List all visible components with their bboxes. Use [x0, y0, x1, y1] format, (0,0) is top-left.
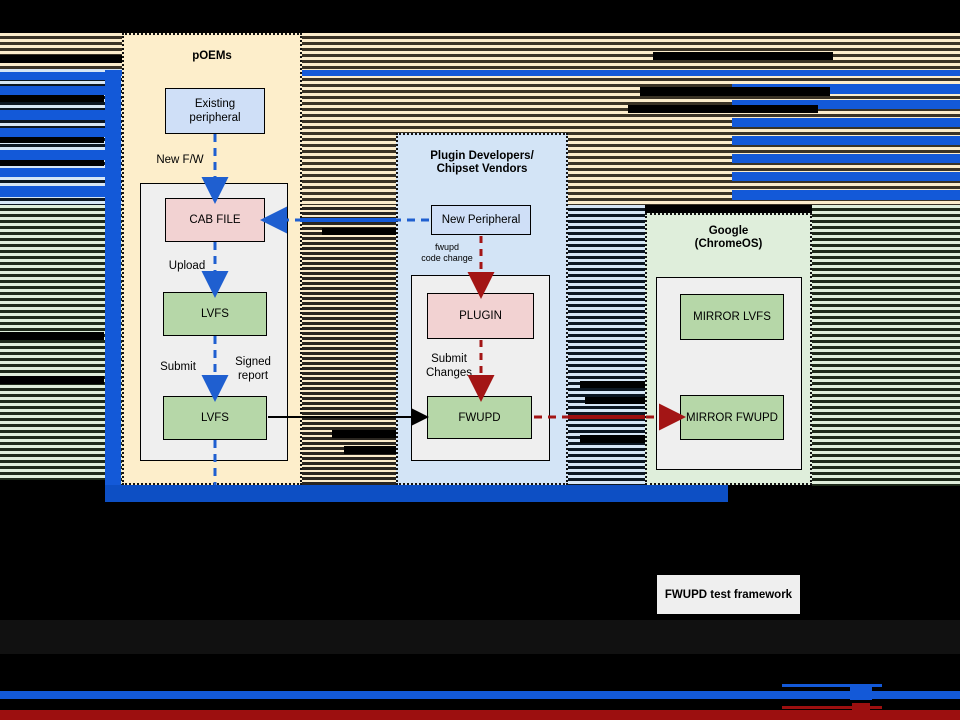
glitch-black-bar-left-c [0, 160, 104, 166]
glitch-blue-line-upper [732, 84, 960, 94]
glitch-black-bar-top-right3 [628, 105, 818, 113]
glitch-black-bar-left-b [0, 137, 104, 143]
edge-label-submit: Submit [160, 361, 196, 373]
glitch-blue-rail-bottom [0, 691, 960, 699]
glitch-black-bar-mid-left-b [332, 430, 396, 438]
glitch-scanlines-far-left-lower [0, 205, 122, 486]
glitch-blue-rail-bottom-knob [850, 684, 872, 700]
glitch-scanlines-right-top [300, 33, 960, 69]
glitch-blue-overlay-arrow [300, 218, 396, 222]
node-new-peripheral-label: New Peripheral [441, 214, 521, 226]
glitch-red-overlay-arrow [568, 415, 645, 419]
node-cab-file[interactable]: CAB FILE [165, 198, 265, 242]
glitch-black-bar-mid-right-c [580, 435, 645, 443]
glitch-blue-rail-bottom-stub [782, 684, 882, 687]
glitch-blue-block-left-c [0, 110, 110, 120]
glitch-blue-line-upper7 [732, 190, 960, 200]
glitch-red-rail-bottom [0, 710, 960, 720]
node-mirror-fwupd-label: MIRROR FWUPD [686, 411, 778, 424]
edge-label-submit-changes: Submit Changes [425, 353, 473, 379]
glitch-scanlines-left-top [0, 33, 122, 69]
glitch-blue-block-left-d [0, 128, 110, 137]
glitch-black-bar-mid-right-b [585, 397, 645, 404]
glitch-blue-block-left-f [0, 168, 110, 177]
node-lvfs-upload-label: LVFS [201, 308, 229, 320]
glitch-red-rail-bottom-knob [852, 703, 870, 715]
glitch-scanlines-mid-right [568, 205, 645, 486]
glitch-scanlines-far-right [812, 205, 960, 486]
node-fwupd-label: FWUPD [458, 411, 501, 424]
glitch-blue-line-upper3 [732, 118, 960, 127]
glitch-blue-line-upper2 [732, 100, 960, 109]
node-mirror-fwupd[interactable]: MIRROR FWUPD [680, 395, 784, 440]
glitch-black-bar-top-right2 [640, 87, 830, 96]
glitch-blue-band-bottom-a [105, 485, 728, 492]
glitch-black-bar-mid-left-c [344, 446, 396, 454]
glitch-blue-block-left-e [0, 150, 110, 160]
node-cab-file-label: CAB FILE [189, 214, 241, 226]
glitch-blue-line-upper5 [732, 154, 960, 163]
glitch-black-bar-top-right [653, 52, 833, 60]
edge-label-upload: Upload [168, 260, 206, 272]
glitch-black-bar-mid-left-a [322, 228, 396, 235]
glitch-black-band-bottom [0, 480, 105, 488]
node-lvfs-submit[interactable]: LVFS [163, 396, 267, 440]
glitch-blue-line-upper4 [732, 136, 960, 145]
node-plugin-label: PLUGIN [459, 310, 502, 322]
glitch-black-bar-left-a [0, 95, 104, 102]
node-test-framework-label: FWUPD test framework [664, 588, 793, 601]
glitch-black-bar-mid-right-a [580, 381, 645, 388]
glitch-blue-line-top [120, 70, 960, 76]
glitch-blue-block-left-a [0, 72, 110, 80]
node-mirror-lvfs-label: MIRROR LVFS [693, 311, 771, 323]
lane-google-chromeos-title: Google (ChromeOS) [694, 225, 763, 250]
glitch-blue-block-left-g [0, 186, 110, 197]
glitch-black-bar-far-left-b [0, 376, 104, 384]
edge-label-fwupd-code-change: fwupd code change [421, 242, 473, 263]
glitch-black-bar-far-left-a [0, 332, 104, 340]
node-existing-peripheral-label: Existing peripheral [189, 98, 241, 124]
node-fwupd[interactable]: FWUPD [427, 396, 532, 439]
edge-label-new-fw: New F/W [156, 154, 204, 166]
glitch-black-bar-left-d [0, 55, 190, 63]
glitch-dark-band-lower [0, 620, 960, 654]
node-lvfs-upload[interactable]: LVFS [163, 292, 267, 336]
glitch-blue-line-upper6 [732, 172, 960, 181]
node-mirror-lvfs[interactable]: MIRROR LVFS [680, 294, 784, 340]
node-test-framework[interactable]: FWUPD test framework [657, 575, 800, 614]
node-existing-peripheral[interactable]: Existing peripheral [165, 88, 265, 134]
lane-poems-title: pOEMs [192, 50, 232, 62]
glitch-blue-band-bottom-b [105, 492, 728, 502]
glitch-scanlines-mid-left-2 [300, 205, 396, 486]
node-plugin[interactable]: PLUGIN [427, 293, 534, 339]
edge-label-signed-report: Signed report [235, 356, 271, 382]
glitch-blue-block-left-b [0, 86, 110, 95]
lane-plugin-developers-title: Plugin Developers/ Chipset Vendors [430, 150, 534, 175]
node-new-peripheral[interactable]: New Peripheral [431, 205, 531, 235]
glitch-red-rail-bottom-stub [782, 706, 882, 709]
node-lvfs-submit-label: LVFS [201, 412, 229, 424]
